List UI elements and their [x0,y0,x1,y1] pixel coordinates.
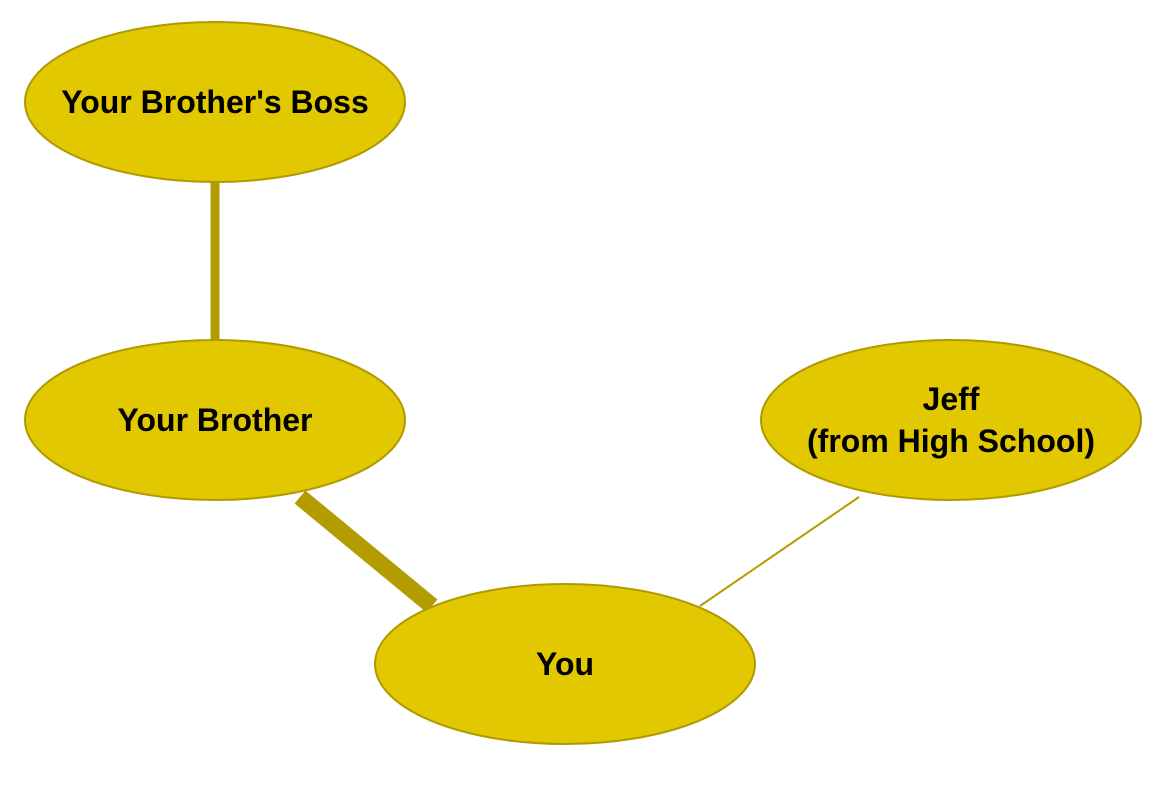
node-brother-shape [24,339,406,501]
edge-you-jeff [699,496,860,607]
edge-brother-you [294,490,438,613]
node-brothers-boss-shape [24,21,406,183]
node-brother-label: Your Brother [118,402,313,438]
node-brother[interactable]: Your Brother [24,339,406,501]
node-jeff[interactable]: Jeff (from High School) [760,339,1142,501]
node-brothers-boss-label: Your Brother's Boss [61,84,369,120]
node-you-label: You [536,646,594,682]
node-jeff-label-line1: Jeff [923,381,980,417]
node-jeff-label-line2: (from High School) [807,423,1095,459]
node-brothers-boss[interactable]: Your Brother's Boss [24,21,406,183]
node-you-shape [374,583,756,745]
node-you[interactable]: You [374,583,756,745]
node-jeff-shape [760,339,1142,501]
